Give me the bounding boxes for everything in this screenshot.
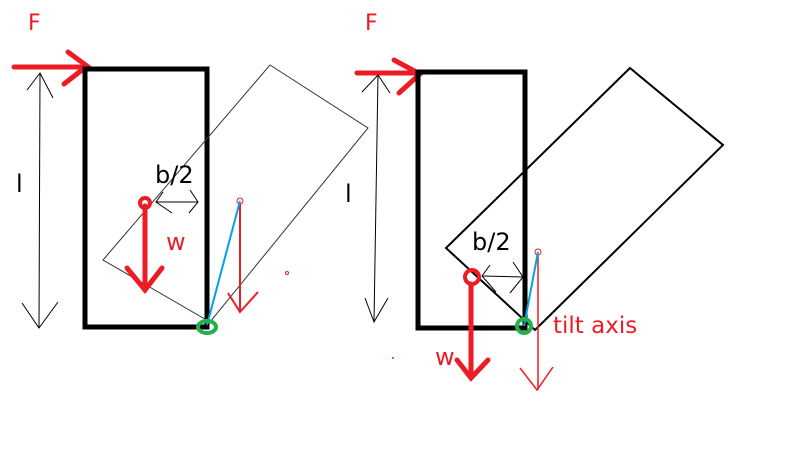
right-half-width-dimension xyxy=(481,261,524,294)
right-half-width-label: b/2 xyxy=(472,228,511,256)
right-weight-arrow xyxy=(454,281,491,382)
right-stray-dot xyxy=(392,357,394,359)
right-pivot-marker xyxy=(515,317,533,335)
right-height-label: l xyxy=(345,180,352,208)
left-tilted-weight-arrow xyxy=(227,204,259,314)
left-weight-label: w xyxy=(166,228,186,256)
right-tilted-block-outline xyxy=(444,66,725,332)
left-height-dimension xyxy=(21,72,59,329)
right-diagram: F l b/2 w tilt axis xyxy=(345,11,725,392)
left-half-width-dimension xyxy=(155,189,199,214)
left-height-label: l xyxy=(16,170,23,198)
left-weight-arrow xyxy=(124,203,165,295)
right-weight-label: w xyxy=(435,343,455,371)
right-height-dimension xyxy=(361,74,391,324)
left-upright-block xyxy=(82,66,210,330)
left-force-label: F xyxy=(28,11,41,36)
right-force-label: F xyxy=(365,11,378,36)
right-pivot-radius-line xyxy=(523,251,539,327)
left-force-arrow xyxy=(11,49,92,87)
left-stray-dot xyxy=(285,271,289,275)
right-pivot-label: tilt axis xyxy=(553,313,637,339)
left-pivot-marker xyxy=(196,319,218,335)
right-force-arrow xyxy=(354,57,425,96)
right-tilted-weight-arrow xyxy=(519,255,554,392)
left-pivot-radius-line xyxy=(206,200,241,326)
left-diagram: F l b/2 w xyxy=(11,11,369,335)
left-half-width-label: b/2 xyxy=(155,161,194,189)
